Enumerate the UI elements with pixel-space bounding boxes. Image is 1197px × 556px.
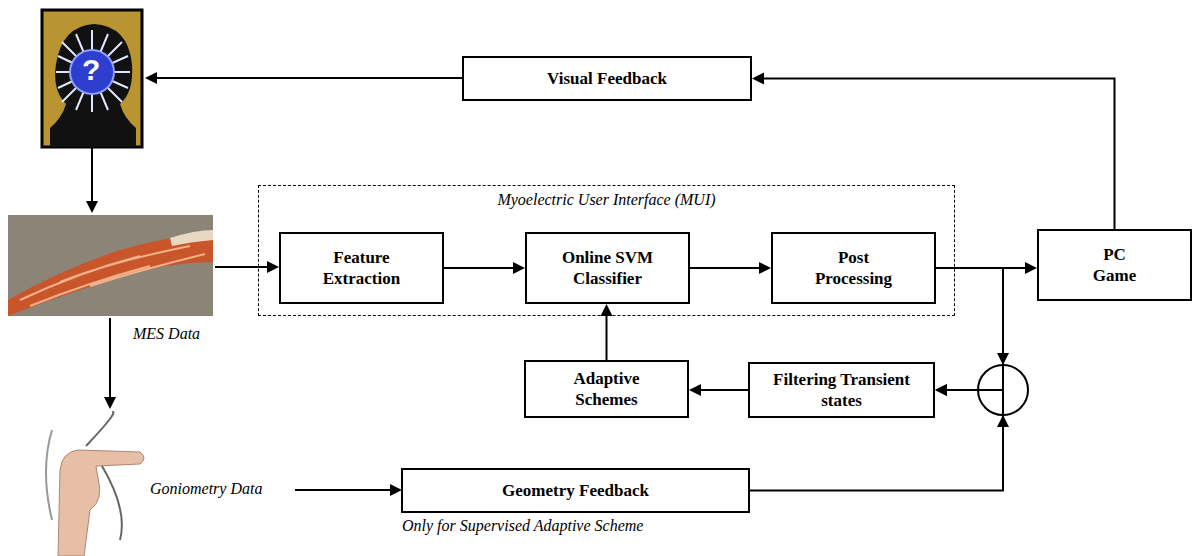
arrowhead xyxy=(513,262,525,274)
box-text: Adaptive Schemes xyxy=(557,368,657,410)
arrowhead xyxy=(752,73,764,85)
arrowhead xyxy=(935,384,947,396)
feedback-box: Geometry Feedback xyxy=(401,468,750,513)
box-text: Online SVM Classifier xyxy=(548,247,668,289)
arrowhead xyxy=(759,262,771,274)
process-box: Adaptive Schemes xyxy=(524,360,689,418)
process-box: Filtering Transient states xyxy=(748,362,935,418)
box-text: Post Processing xyxy=(799,247,909,289)
connector-line xyxy=(444,267,515,269)
motion-arrow xyxy=(86,412,114,446)
box-text: Feature Extraction xyxy=(307,247,417,289)
arrowhead xyxy=(1025,262,1037,274)
interface-group: Myoelectric User Interface (MUI) Feature … xyxy=(258,185,955,316)
icon-frame xyxy=(42,10,142,147)
box-text: Visual Feedback xyxy=(547,68,667,89)
process-box: Online SVM Classifier xyxy=(525,232,690,304)
connector-line xyxy=(699,389,748,391)
thinking-head-icon xyxy=(42,10,142,147)
motion-arrow xyxy=(102,466,122,540)
group-title: Myoelectric User Interface (MUI) xyxy=(259,191,954,209)
motion-arrow xyxy=(46,430,52,520)
sunburst-rays xyxy=(56,30,130,112)
hand-shape xyxy=(58,450,144,556)
signal-label: MES Data xyxy=(133,325,200,343)
head-silhouette xyxy=(50,24,136,147)
note-label: Only for Supervised Adaptive Scheme xyxy=(402,517,643,535)
arm-muscles xyxy=(8,232,213,316)
flow-arrow xyxy=(444,262,525,274)
hand-illustration xyxy=(46,412,144,556)
box-text: PC Game xyxy=(1080,244,1150,286)
box-text: Geometry Feedback xyxy=(502,480,649,501)
connector-line xyxy=(606,314,608,360)
flow-arrow xyxy=(690,262,771,274)
connector-line xyxy=(690,267,761,269)
flow-arrow xyxy=(689,384,748,396)
process-box: Post Processing xyxy=(771,232,936,304)
connector-line xyxy=(936,268,1003,390)
flow-arrow xyxy=(601,304,613,360)
process-box: Feature Extraction xyxy=(279,232,444,304)
question-mark: ? xyxy=(82,53,100,87)
flow-arrow xyxy=(935,268,1003,396)
feedback-box: Visual Feedback xyxy=(462,56,752,101)
arm-illustration xyxy=(8,215,213,316)
box-text: Filtering Transient states xyxy=(762,369,922,411)
arrowhead xyxy=(601,304,613,316)
signal-label: Goniometry Data xyxy=(150,480,262,498)
question-disc xyxy=(70,50,114,94)
game-box: PC Game xyxy=(1037,229,1192,301)
arrowhead xyxy=(935,384,947,396)
illustration-wires xyxy=(92,78,462,490)
arrowhead xyxy=(689,384,701,396)
tendons xyxy=(170,230,213,246)
flow-arrow xyxy=(752,73,1115,230)
muscle-fibres xyxy=(20,246,205,306)
connector-line xyxy=(762,79,1115,230)
arm-background xyxy=(8,215,213,316)
